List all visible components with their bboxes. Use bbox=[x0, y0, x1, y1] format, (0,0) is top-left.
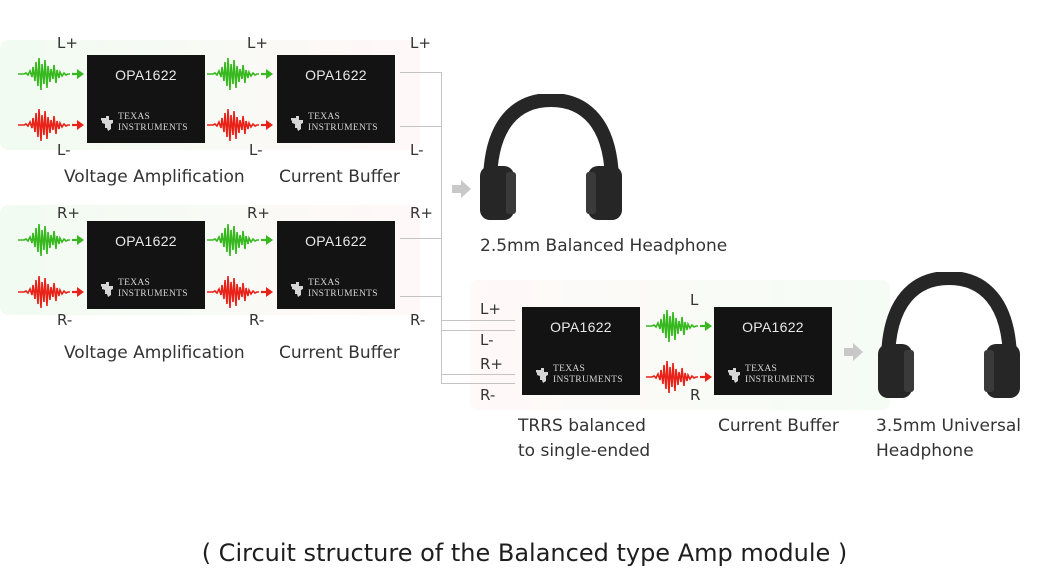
brand-line-2: INSTRUMENTS bbox=[118, 122, 188, 133]
wire bbox=[400, 126, 442, 127]
waveform-icon bbox=[207, 54, 273, 94]
output-label-l-plus: L+ bbox=[410, 34, 431, 52]
caption-current-buffer: Current Buffer bbox=[279, 343, 400, 363]
caption-trrs-line-1: TRRS balanced bbox=[518, 416, 646, 436]
wire bbox=[400, 72, 442, 73]
wire bbox=[441, 383, 515, 384]
caption-balanced-headphone: 2.5mm Balanced Headphone bbox=[480, 236, 728, 256]
chip-model: OPA1622 bbox=[742, 319, 804, 335]
signal-label-r-plus: R+ bbox=[57, 204, 80, 222]
chip-model: OPA1622 bbox=[305, 67, 367, 83]
caption-current-buffer: Current Buffer bbox=[279, 167, 400, 187]
input-label-l-minus: L- bbox=[480, 331, 494, 349]
signal-label-l-minus: L- bbox=[57, 141, 71, 159]
figure-title: ( Circuit structure of the Balanced type… bbox=[201, 539, 848, 567]
caption-current-buffer: Current Buffer bbox=[718, 416, 839, 436]
brand-line-1: TEXAS bbox=[745, 364, 778, 374]
waveform-icon bbox=[18, 220, 84, 260]
caption-universal-line-2: Headphone bbox=[876, 440, 974, 461]
signal-label-r-minus: R- bbox=[57, 311, 73, 329]
arrow-right-icon bbox=[844, 343, 863, 361]
caption-voltage-amplification: Voltage Amplification bbox=[64, 167, 245, 187]
brand-line-2: INSTRUMENTS bbox=[308, 122, 378, 133]
chip-model: OPA1622 bbox=[305, 233, 367, 249]
chip-model: OPA1622 bbox=[550, 319, 612, 335]
caption-universal-headphone: 3.5mm Universal Headphone bbox=[876, 414, 1021, 463]
brand-line-2: INSTRUMENTS bbox=[745, 374, 815, 385]
headphone-icon bbox=[476, 94, 626, 224]
waveform-icon bbox=[18, 105, 84, 145]
caption-voltage-amplification: Voltage Amplification bbox=[64, 343, 245, 363]
signal-label-l-minus: L- bbox=[249, 141, 263, 159]
chip-model: OPA1622 bbox=[115, 233, 177, 249]
headphone-icon bbox=[874, 272, 1024, 402]
waveform-icon bbox=[646, 357, 712, 397]
signal-label-l-plus: L+ bbox=[247, 34, 268, 52]
brand-line-1: TEXAS bbox=[118, 112, 151, 122]
waveform-icon bbox=[207, 105, 273, 145]
input-label-l-plus: L+ bbox=[480, 300, 501, 318]
brand-line-2: INSTRUMENTS bbox=[308, 288, 378, 299]
brand-line-1: TEXAS bbox=[553, 364, 586, 374]
signal-label-r: R bbox=[690, 386, 701, 404]
brand-line-2: INSTRUMENTS bbox=[553, 374, 623, 385]
output-label-r-plus: R+ bbox=[410, 204, 433, 222]
waveform-icon bbox=[18, 272, 84, 312]
waveform-icon bbox=[207, 272, 273, 312]
brand-line-1: TEXAS bbox=[118, 278, 151, 288]
wire bbox=[441, 374, 515, 375]
input-label-r-plus: R+ bbox=[480, 355, 503, 373]
wire bbox=[441, 330, 515, 331]
signal-label-r-minus: R- bbox=[249, 311, 265, 329]
output-label-l-minus: L- bbox=[410, 141, 424, 159]
waveform-icon bbox=[18, 54, 84, 94]
output-label-r-minus: R- bbox=[410, 311, 426, 329]
signal-label-r-plus: R+ bbox=[247, 204, 270, 222]
caption-trrs-converter: TRRS balanced to single-ended bbox=[518, 414, 650, 463]
wire bbox=[441, 72, 442, 383]
signal-label-l-plus: L+ bbox=[57, 34, 78, 52]
waveform-icon bbox=[207, 220, 273, 260]
input-label-r-minus: R- bbox=[480, 386, 496, 404]
wire bbox=[400, 296, 442, 297]
caption-trrs-line-2: to single-ended bbox=[518, 440, 651, 461]
arrow-right-icon bbox=[452, 180, 471, 198]
waveform-icon bbox=[646, 306, 712, 346]
signal-label-l: L bbox=[690, 291, 699, 309]
brand-line-1: TEXAS bbox=[308, 112, 341, 122]
wire bbox=[441, 320, 515, 321]
chip-model: OPA1622 bbox=[115, 67, 177, 83]
caption-universal-line-1: 3.5mm Universal bbox=[876, 416, 1022, 436]
brand-line-1: TEXAS bbox=[308, 278, 341, 288]
brand-line-2: INSTRUMENTS bbox=[118, 288, 188, 299]
wire bbox=[400, 238, 442, 239]
